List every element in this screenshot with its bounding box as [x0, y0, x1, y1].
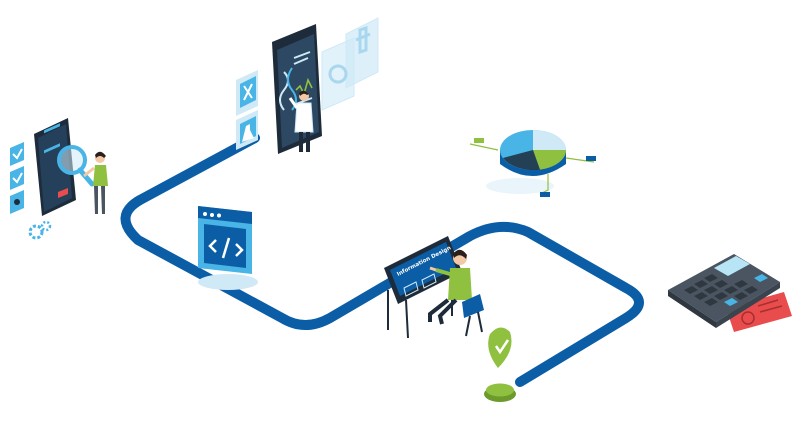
checklist-panel-group — [10, 118, 108, 240]
magnifier-icon — [57, 145, 95, 187]
lab-group — [236, 17, 379, 154]
flask-icon — [236, 110, 258, 150]
receipt-ticket — [726, 292, 792, 332]
scissors-icon — [236, 70, 258, 116]
checkbox-icon — [10, 166, 24, 190]
gear-icon — [28, 220, 52, 240]
code-window — [198, 206, 258, 290]
bug-icon — [10, 190, 24, 214]
designer-workstation: Information Design — [384, 236, 484, 339]
code-brackets-icon — [208, 237, 244, 259]
pie-chart-icon — [500, 130, 567, 176]
brain-hologram — [321, 37, 355, 111]
scientist-figure — [288, 90, 314, 152]
calculator-icon — [668, 254, 792, 332]
pie-chart-group — [469, 130, 596, 197]
designer-figure — [428, 249, 484, 337]
checkbox-icon — [10, 142, 24, 166]
woman-figure — [83, 151, 108, 214]
location-pin-icon — [484, 327, 516, 402]
